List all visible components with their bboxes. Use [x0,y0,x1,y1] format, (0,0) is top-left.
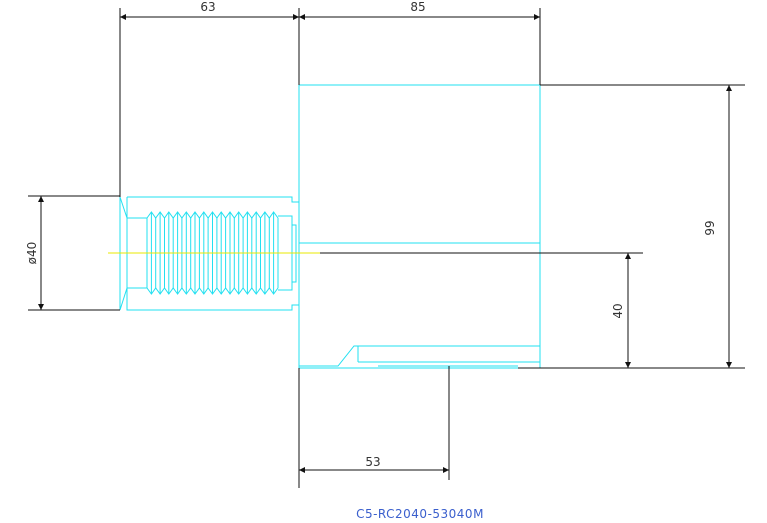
part-outline [119,84,541,369]
dim-text-tool-offset: 53 [365,455,380,469]
part-number-label: C5-RC2040-53040M [356,507,484,521]
body-outline [298,84,541,369]
shank-chamfer-top [119,196,128,219]
dimension-lines [28,8,745,488]
shank-outline [126,196,299,311]
shank-chamfer-bottom [119,287,128,311]
dim-text-center-height: 40 [611,303,625,318]
clamp-step [299,345,540,367]
dim-text-body-length: 85 [410,0,425,14]
dim-text-diameter: ø40 [25,242,39,265]
dim-text-height: 99 [703,220,717,235]
dim-text-shank-length: 63 [200,0,215,14]
